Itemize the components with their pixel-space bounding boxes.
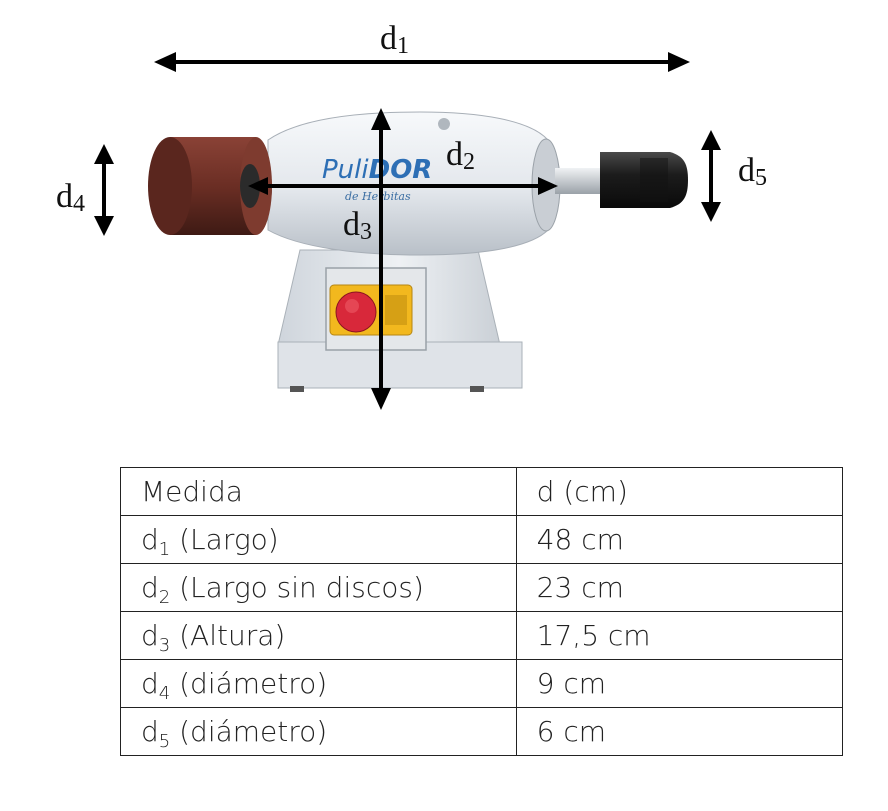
arrow-d2-right-head [538, 177, 558, 195]
svg-text:de Herbitas: de Herbitas [345, 190, 411, 203]
polisher-illustration: PuliDOR de Herbitas [94, 52, 721, 410]
row-measure: d4 (diámetro) [120, 659, 517, 708]
row-value: 9 cm [515, 659, 844, 708]
label-d4: d4 [56, 178, 85, 217]
row-measure: d3 (Altura) [120, 611, 517, 660]
polisher-diagram: PuliDOR de Herbitas d1 d2 d3 d4 d5 [56, 20, 767, 410]
label-d3: d3 [343, 206, 372, 245]
row-measure: d2 (Largo sin discos) [120, 563, 517, 612]
arrow-d2-left-head [248, 177, 268, 195]
arrow-d3-bottom-head [371, 388, 391, 410]
arrow-d5-bottom-head [701, 202, 721, 222]
arrow-d3-top-head [371, 108, 391, 130]
table-row: d3 (Altura) 17,5 cm [120, 611, 844, 660]
power-switch [329, 284, 413, 336]
row-value: 6 cm [515, 707, 844, 756]
motor-housing [267, 111, 561, 256]
table-row: d2 (Largo sin discos) 23 cm [120, 563, 844, 612]
dimension-arrows [94, 52, 721, 410]
row-measure: d5 (diámetro) [120, 707, 517, 756]
table-row: d1 (Largo) 48 cm [120, 515, 844, 564]
arrow-d4-bottom-head [94, 216, 114, 236]
row-value: 17,5 cm [515, 611, 844, 660]
table-row: d5 (diámetro) 6 cm [120, 707, 844, 756]
arrow-d1-right-head [668, 52, 690, 72]
label-d5: d5 [738, 152, 767, 191]
table-row: d4 (diámetro) 9 cm [120, 659, 844, 708]
row-value: 48 cm [515, 515, 844, 564]
dimensions-table: Medida d (cm) d1 (Largo) 48 cm d2 (Largo… [120, 467, 844, 756]
table-header-row: Medida d (cm) [120, 467, 844, 516]
label-d1: d1 [380, 20, 409, 59]
svg-text:PuliDOR: PuliDOR [322, 155, 432, 185]
header-measure: Medida [120, 467, 517, 516]
drill-chuck [555, 152, 688, 208]
arrow-d4-top-head [94, 144, 114, 164]
label-d2: d2 [446, 136, 475, 175]
arrow-d1-left-head [154, 52, 176, 72]
header-value: d (cm) [515, 467, 844, 516]
arrow-d5-top-head [701, 130, 721, 150]
row-value: 23 cm [515, 563, 844, 612]
row-measure: d1 (Largo) [120, 515, 517, 564]
